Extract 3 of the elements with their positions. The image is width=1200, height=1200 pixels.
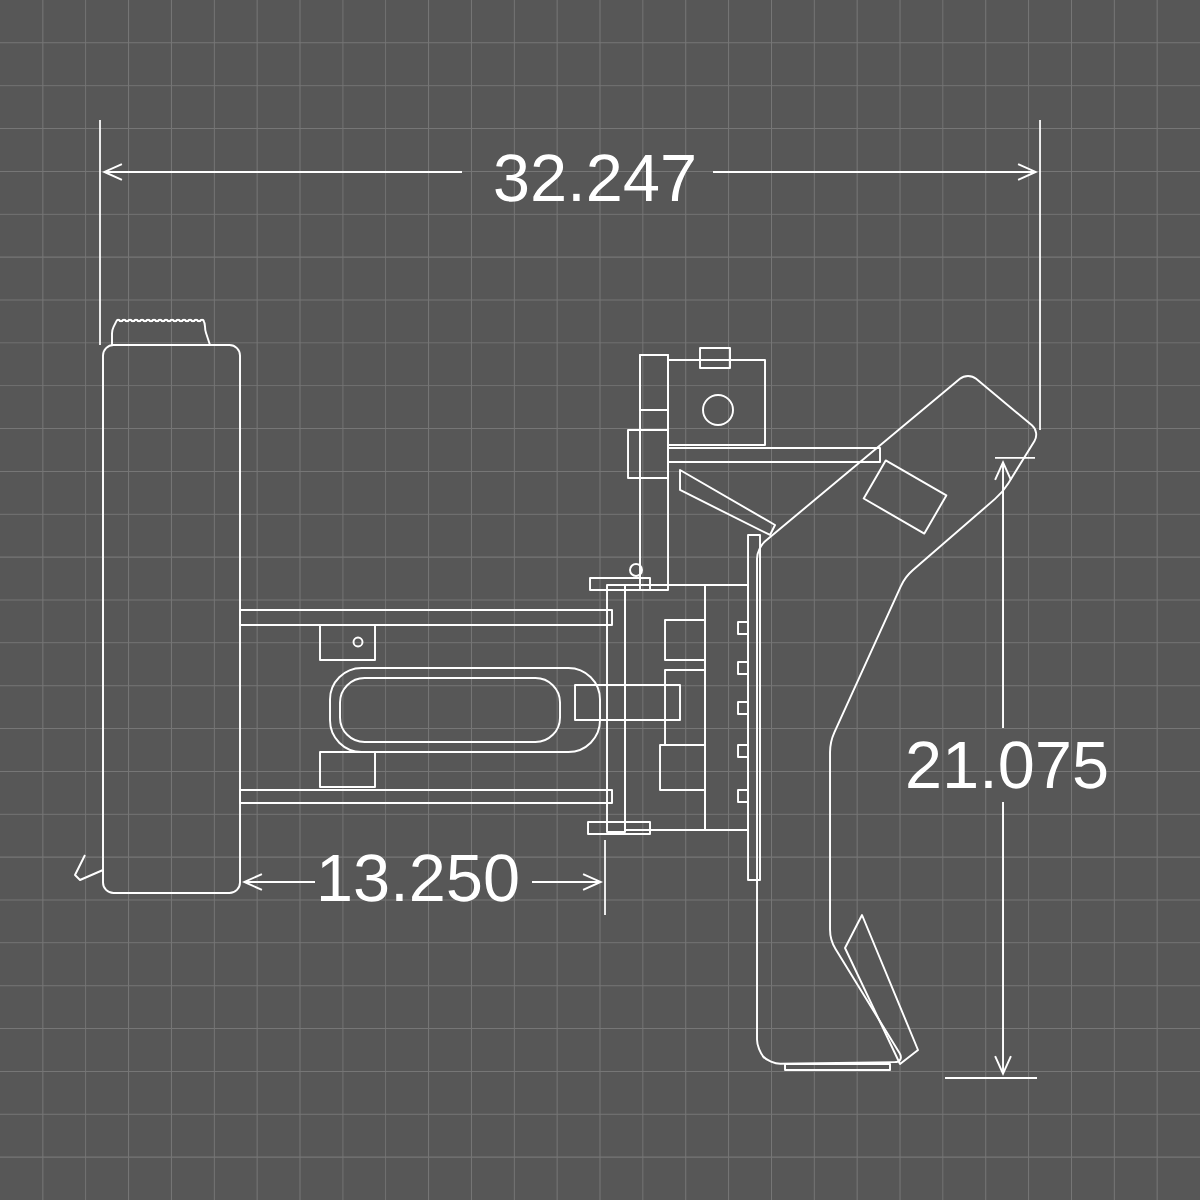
dimension-label: 32.247 <box>495 154 694 202</box>
dimension-label: 13.250 <box>321 854 518 902</box>
dimension-label: 21.075 <box>908 741 1107 789</box>
